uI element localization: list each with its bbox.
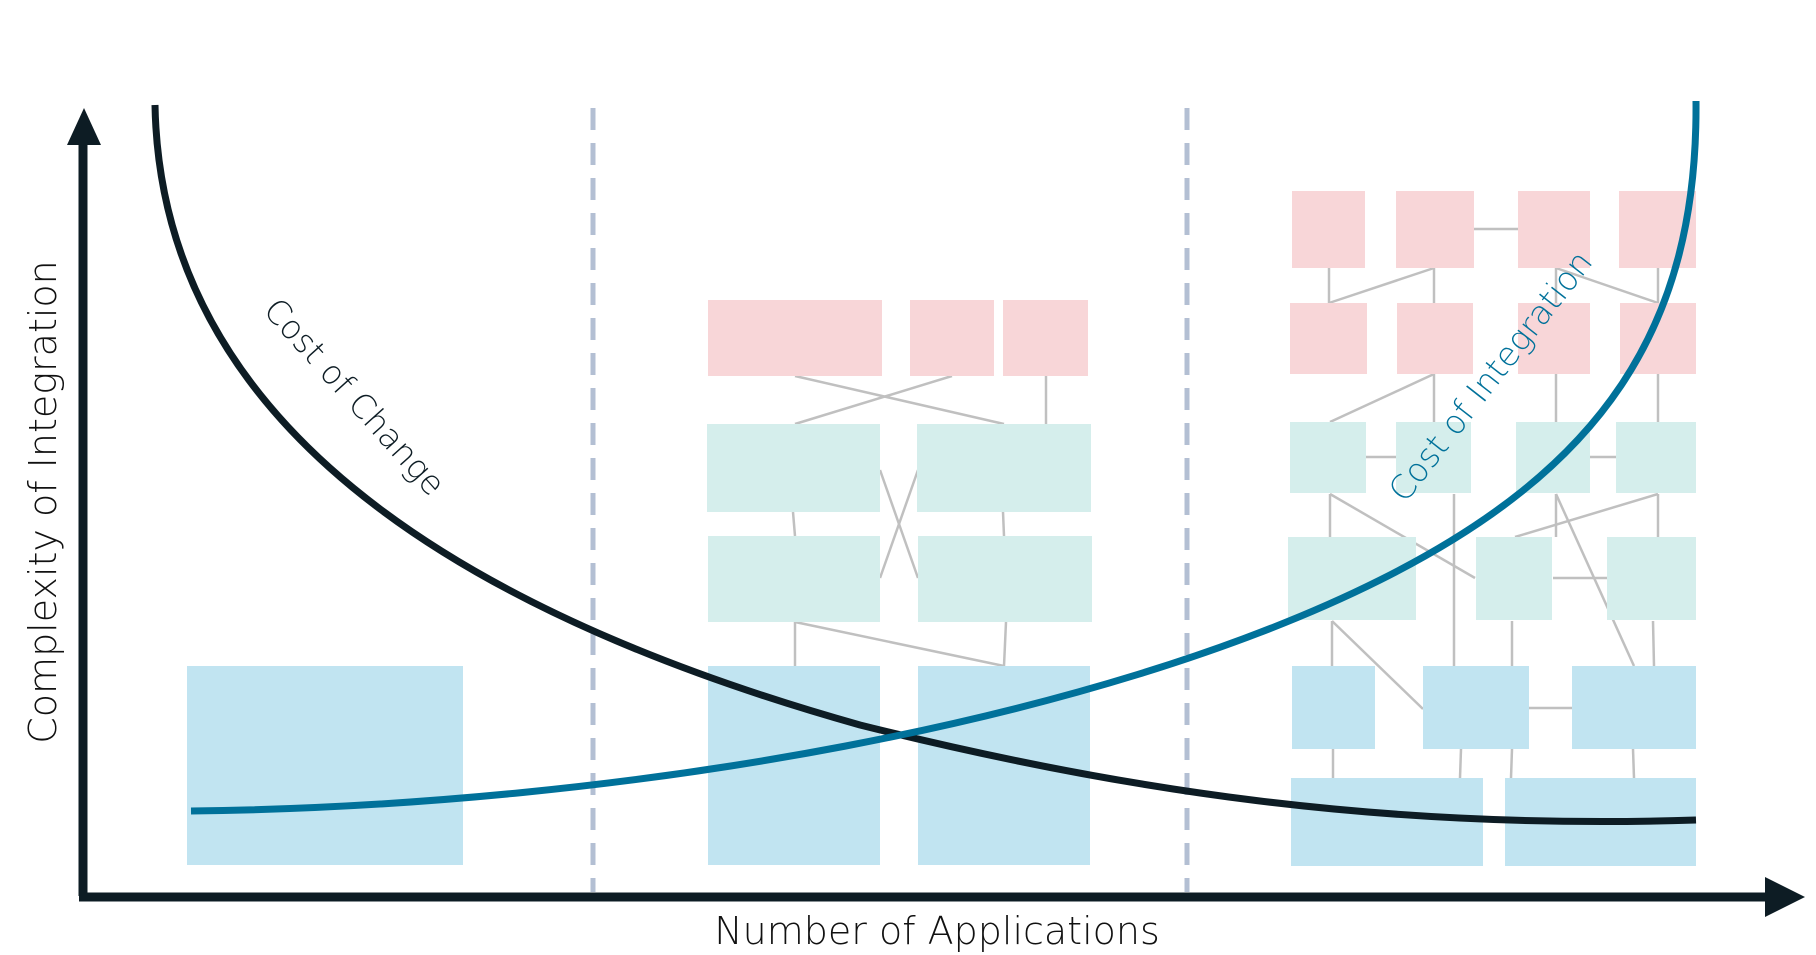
application-block <box>1397 303 1473 374</box>
cost-of-change-curve <box>151 104 1697 826</box>
y-axis-arrowhead <box>67 108 101 145</box>
cost-of-integration-curve <box>190 100 1700 815</box>
application-block <box>1607 537 1696 620</box>
application-block <box>1516 422 1590 493</box>
application-block <box>1291 778 1483 866</box>
application-block <box>1518 191 1590 268</box>
application-block <box>910 300 994 376</box>
application-block <box>1292 666 1375 749</box>
connector-lines <box>791 374 1048 668</box>
connector-lines <box>1327 227 1660 779</box>
application-block <box>1003 300 1088 376</box>
x-axis-title: Number of Applications <box>714 909 1160 953</box>
application-block <box>1518 303 1590 374</box>
cost-of-change-label: Cost of Change <box>256 290 453 503</box>
application-block <box>707 424 880 512</box>
application-block <box>1396 422 1471 493</box>
axes <box>67 108 1805 917</box>
application-block <box>1423 666 1529 749</box>
x-axis-arrowhead <box>1765 877 1805 917</box>
application-block <box>1476 537 1552 620</box>
application-block <box>1290 303 1367 374</box>
application-block <box>1292 191 1365 268</box>
application-block <box>708 300 882 376</box>
application-block <box>1290 422 1366 493</box>
application-block <box>1288 537 1416 620</box>
application-block <box>1616 422 1696 493</box>
y-axis-title: Complexity of Integration <box>21 260 65 743</box>
application-block <box>918 536 1092 622</box>
stage-many-applications <box>1288 191 1696 866</box>
stage-few-applications <box>187 666 463 865</box>
application-block <box>708 536 880 622</box>
application-block <box>1396 191 1474 268</box>
stage-several-applications <box>707 300 1092 865</box>
application-block <box>917 424 1091 512</box>
application-block <box>1572 666 1696 749</box>
application-block <box>187 666 463 865</box>
